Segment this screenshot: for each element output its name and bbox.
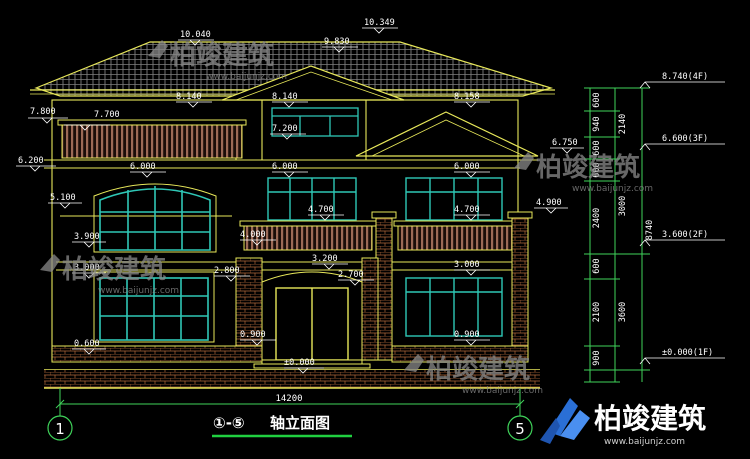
level-label: 6.000 (130, 162, 156, 172)
watermark: 柏竣建筑 www.baijunjz.com (404, 354, 543, 396)
dim-inner: 600 (592, 140, 602, 155)
watermark-name: 柏竣建筑 (426, 354, 530, 385)
level-label: 2.800 (214, 266, 240, 276)
axis-1-label: 1 (55, 420, 65, 438)
brand-emblem-icon (540, 398, 590, 444)
dim-middle: 2140 (618, 114, 628, 134)
dim-inner: 900 (592, 350, 602, 365)
level-label: 6.000 (454, 162, 480, 172)
watermark-url: www.baijunjz.com (206, 72, 287, 82)
watermark: 柏竣建筑 www.baijunjz.com (514, 152, 653, 194)
level-label: 6.000 (272, 162, 298, 172)
level-label: 6.200 (18, 156, 44, 166)
axis-5-label: 5 (515, 420, 525, 438)
left-level-markers (16, 117, 110, 355)
dim-inner: 940 (592, 116, 602, 131)
level-label: 7.700 (94, 110, 120, 120)
floor-level-markers (639, 81, 725, 365)
level-label: 9.830 (324, 37, 350, 47)
center-level-markers (130, 27, 584, 374)
level-label: 0.900 (454, 330, 480, 340)
axis-5-marker: 5 (507, 388, 533, 441)
floor-level-label: 8.740(4F) (662, 72, 708, 82)
level-label: 3.000 (74, 263, 100, 273)
window-1f-left (93, 271, 215, 343)
brand-name: 柏竣建筑 (594, 402, 706, 435)
level-label: 3.000 (454, 260, 480, 270)
dim-outer: 8740 (645, 220, 655, 240)
brand-logo: 柏竣建筑 www.baijunjz.com (540, 398, 706, 447)
dim-inner: 600 (592, 92, 602, 107)
watermark-name: 柏竣建筑 (62, 254, 166, 285)
window-2f-left-arched (93, 183, 217, 253)
brand-url: www.baijunjz.com (604, 437, 685, 447)
brick-pillars (235, 211, 533, 361)
level-label: 8.158 (454, 92, 480, 102)
dim-middle: 3000 (618, 196, 628, 216)
floor-level-label: 6.600(3F) (662, 134, 708, 144)
floor-level-label: 3.600(2F) (662, 230, 708, 240)
watermark: 柏竣建筑 www.baijunjz.com (40, 254, 179, 296)
window-3f-center (271, 107, 359, 137)
watermark: 柏竣建筑 www.baijunjz.com (148, 40, 287, 82)
level-label: 2.700 (338, 270, 364, 280)
watermark-url: www.baijunjz.com (462, 386, 543, 396)
watermark-url: www.baijunjz.com (572, 184, 653, 194)
dim-inner: 600 (592, 258, 602, 273)
right-gable (355, 111, 539, 161)
window-2f-center (267, 177, 357, 221)
level-label: 5.100 (50, 193, 76, 203)
second-floor-balcony-right (393, 220, 517, 251)
level-label: 4.700 (454, 205, 480, 215)
level-label: 8.140 (176, 92, 202, 102)
dim-inner: 2400 (592, 208, 602, 228)
level-label: 4.900 (536, 198, 562, 208)
level-label: 3.900 (74, 232, 100, 242)
second-floor-balcony-center (239, 220, 377, 251)
plinth (44, 345, 540, 389)
watermark-name: 柏竣建筑 (170, 40, 274, 71)
level-label: 6.750 (552, 138, 578, 148)
overall-width-label: 14200 (275, 394, 302, 404)
window-2f-right (405, 177, 503, 221)
right-dimension-chains (584, 87, 650, 383)
dim-inner: 600 (592, 162, 602, 177)
drawing-title-text: 轴立面图 (270, 414, 330, 432)
watermark-url: www.baijunjz.com (98, 286, 179, 296)
level-label: 0.600 (74, 339, 100, 349)
drawing-title: ①-⑤ 轴立面图 (212, 414, 352, 438)
level-label: 7.200 (272, 124, 298, 134)
axis-1-marker: 1 (47, 388, 73, 441)
window-1f-right (405, 277, 503, 337)
level-label: 4.700 (308, 205, 334, 215)
drawing-title-prefix: ①-⑤ (213, 414, 245, 432)
level-label: 7.800 (30, 107, 56, 117)
level-label: 4.000 (240, 230, 266, 240)
level-label: 0.900 (240, 330, 266, 340)
dim-middle: 3600 (618, 302, 628, 322)
third-floor-balcony (57, 119, 247, 159)
level-label: 10.349 (364, 18, 395, 28)
floor-level-label: ±0.000(1F) (662, 348, 713, 358)
watermark-name: 柏竣建筑 (536, 152, 640, 183)
dim-inner: 2100 (592, 302, 602, 322)
level-label: ±0.000 (284, 358, 315, 368)
level-label: 10.040 (180, 30, 211, 40)
level-label: 8.140 (272, 92, 298, 102)
level-label: 3.200 (312, 254, 338, 264)
entrance-door (261, 271, 363, 361)
